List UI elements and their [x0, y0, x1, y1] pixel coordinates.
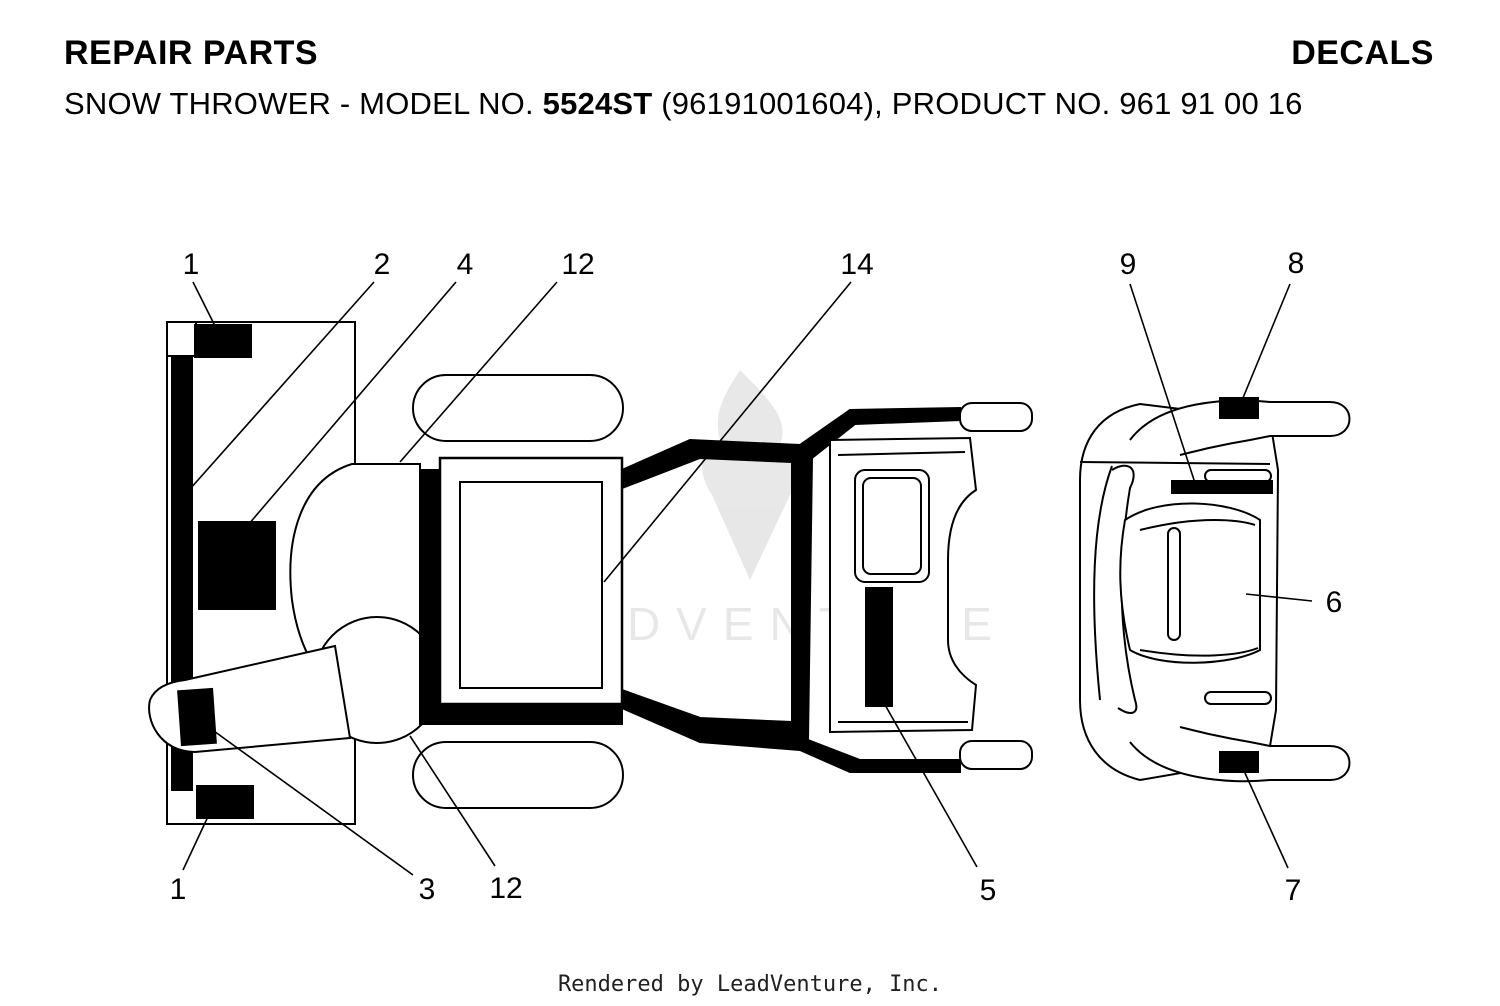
decal-5: [865, 587, 893, 707]
wheel-top: [412, 374, 624, 442]
leader-lines: [181, 281, 1313, 876]
rear-slot: [1167, 527, 1181, 641]
rear-hood: [1119, 502, 1261, 664]
watermark-flame-icon: [701, 370, 799, 580]
engine-inner-panel: [459, 481, 603, 689]
control-panel-window-inner: [862, 477, 922, 575]
callout-1-bottom: 1: [170, 873, 187, 906]
auger-housing-top-view: [148, 321, 1033, 825]
callout-12-bottom: 12: [489, 872, 522, 905]
frame-strip-bottom: [419, 703, 623, 725]
subtitle-prefix: SNOW THROWER - MODEL NO.: [64, 86, 543, 121]
callout-4: 4: [457, 248, 474, 281]
subtitle-suffix: (96191001604), PRODUCT NO. 961 91 00 16: [652, 86, 1303, 121]
callout-6: 6: [1326, 586, 1343, 619]
model-number: 5524ST: [542, 86, 653, 121]
frame-strip-left: [419, 469, 443, 723]
callout-8: 8: [1288, 247, 1305, 280]
wheel-bottom: [412, 741, 624, 809]
callout-12-top: 12: [561, 248, 594, 281]
decal-4: [198, 521, 276, 610]
callout-9: 9: [1120, 248, 1137, 281]
rear-view: [1079, 397, 1351, 783]
model-subtitle: SNOW THROWER - MODEL NO. 5524ST (9619100…: [64, 86, 1303, 122]
handle-grip-top: [959, 402, 1033, 432]
section-title: REPAIR PARTS: [64, 34, 319, 72]
callout-14: 14: [840, 248, 873, 281]
callout-3: 3: [419, 873, 436, 906]
callout-5: 5: [980, 874, 997, 907]
handle-grip-bottom: [959, 740, 1033, 770]
handle-frame: [621, 406, 961, 773]
decal-1-top: [194, 324, 252, 358]
rear-bar-bottom: [1204, 691, 1272, 705]
callout-7: 7: [1285, 874, 1302, 907]
callout-labels: 1 2 4 12 14 9 8 6 1 3 12 5 7: [170, 247, 1343, 907]
decal-3: [177, 687, 217, 747]
category-title: DECALS: [1291, 34, 1434, 72]
callout-2: 2: [374, 248, 391, 281]
decal-7: [1219, 751, 1259, 773]
rear-handle-top: [1129, 399, 1351, 456]
decal-1-bottom: [196, 785, 254, 819]
callout-1-top: 1: [183, 248, 200, 281]
footer-credit: Rendered by LeadVenture, Inc.: [557, 972, 943, 997]
decal-9: [1171, 480, 1273, 494]
